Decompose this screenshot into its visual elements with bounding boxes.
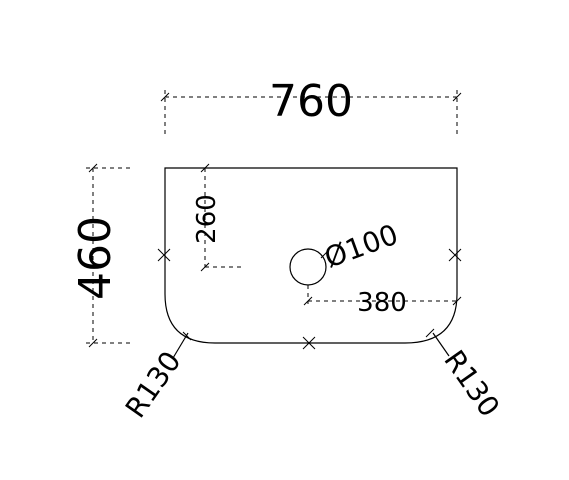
hole-offset-top-tick-bottom — [200, 262, 210, 272]
width-tick-left — [160, 92, 170, 102]
radius-left-tick — [182, 331, 192, 341]
height-label: 460 — [70, 216, 121, 300]
radius-right-leader — [432, 332, 450, 357]
hole-offset-top-tick-top — [200, 163, 210, 173]
hole-offset-right-tick-left — [303, 296, 313, 306]
radius-left-label: R130 — [119, 345, 188, 424]
basin-outline — [164, 167, 458, 344]
cross-mark-bottom — [302, 336, 316, 350]
width-tick-right — [452, 92, 462, 102]
height-tick-bottom — [88, 338, 98, 348]
hole-offset-right-tick-right — [452, 296, 462, 306]
cross-mark-right — [448, 248, 462, 262]
radius-right-tick — [425, 328, 435, 338]
radius-left-leader — [172, 332, 189, 359]
hole-diameter-tick — [320, 249, 330, 259]
height-tick-top — [88, 163, 98, 173]
cross-mark-left — [157, 248, 171, 262]
drain-hole — [289, 248, 327, 286]
width-label: 760 — [269, 76, 353, 127]
radius-right-label: R130 — [437, 344, 506, 423]
hole-offset-top-label: 260 — [192, 194, 222, 244]
hole-offset-right-label: 380 — [357, 288, 407, 318]
hole-diameter-label: Ø100 — [320, 218, 402, 275]
